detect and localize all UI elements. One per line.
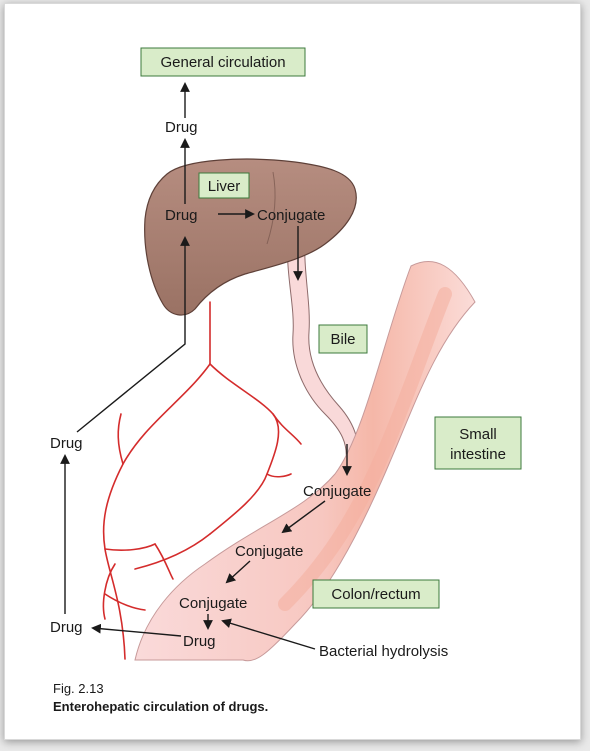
bacterial-hydrolysis-label: Bacterial hydrolysis [319, 643, 448, 660]
figure-page: General circulation Liver Bile Small int… [4, 3, 581, 740]
colon-rectum-box: Colon/rectum [313, 580, 439, 608]
small-intestine-box: Small intestine [435, 417, 521, 469]
small-intestine-label-line1: Small [459, 426, 497, 443]
small-intestine-label-line2: intestine [450, 446, 506, 463]
drug-gut-label: Drug [183, 633, 216, 650]
conjugate-1-label: Conjugate [303, 483, 371, 500]
general-circulation-box: General circulation [141, 48, 305, 76]
liver [145, 159, 357, 315]
enterohepatic-diagram: General circulation Liver Bile Small int… [5, 4, 580, 739]
figure-caption: Fig. 2.13 Enterohepatic circulation of d… [53, 680, 268, 716]
drug-top-label: Drug [165, 119, 198, 136]
figure-number: Fig. 2.13 [53, 680, 268, 698]
bile-box: Bile [319, 325, 367, 353]
drug-left-lower-label: Drug [50, 619, 83, 636]
liver-box: Liver [199, 173, 249, 198]
conjugate-2-label: Conjugate [235, 543, 303, 560]
drug-left-upper-label: Drug [50, 435, 83, 452]
drug-liver-label: Drug [165, 207, 198, 224]
conjugate-3-label: Conjugate [179, 595, 247, 612]
colon-rectum-label: Colon/rectum [331, 586, 420, 603]
general-circulation-label: General circulation [160, 54, 285, 71]
conjugate-liver-label: Conjugate [257, 207, 325, 224]
bile-label: Bile [330, 331, 355, 348]
liver-label: Liver [208, 178, 241, 195]
figure-title: Enterohepatic circulation of drugs. [53, 698, 268, 716]
